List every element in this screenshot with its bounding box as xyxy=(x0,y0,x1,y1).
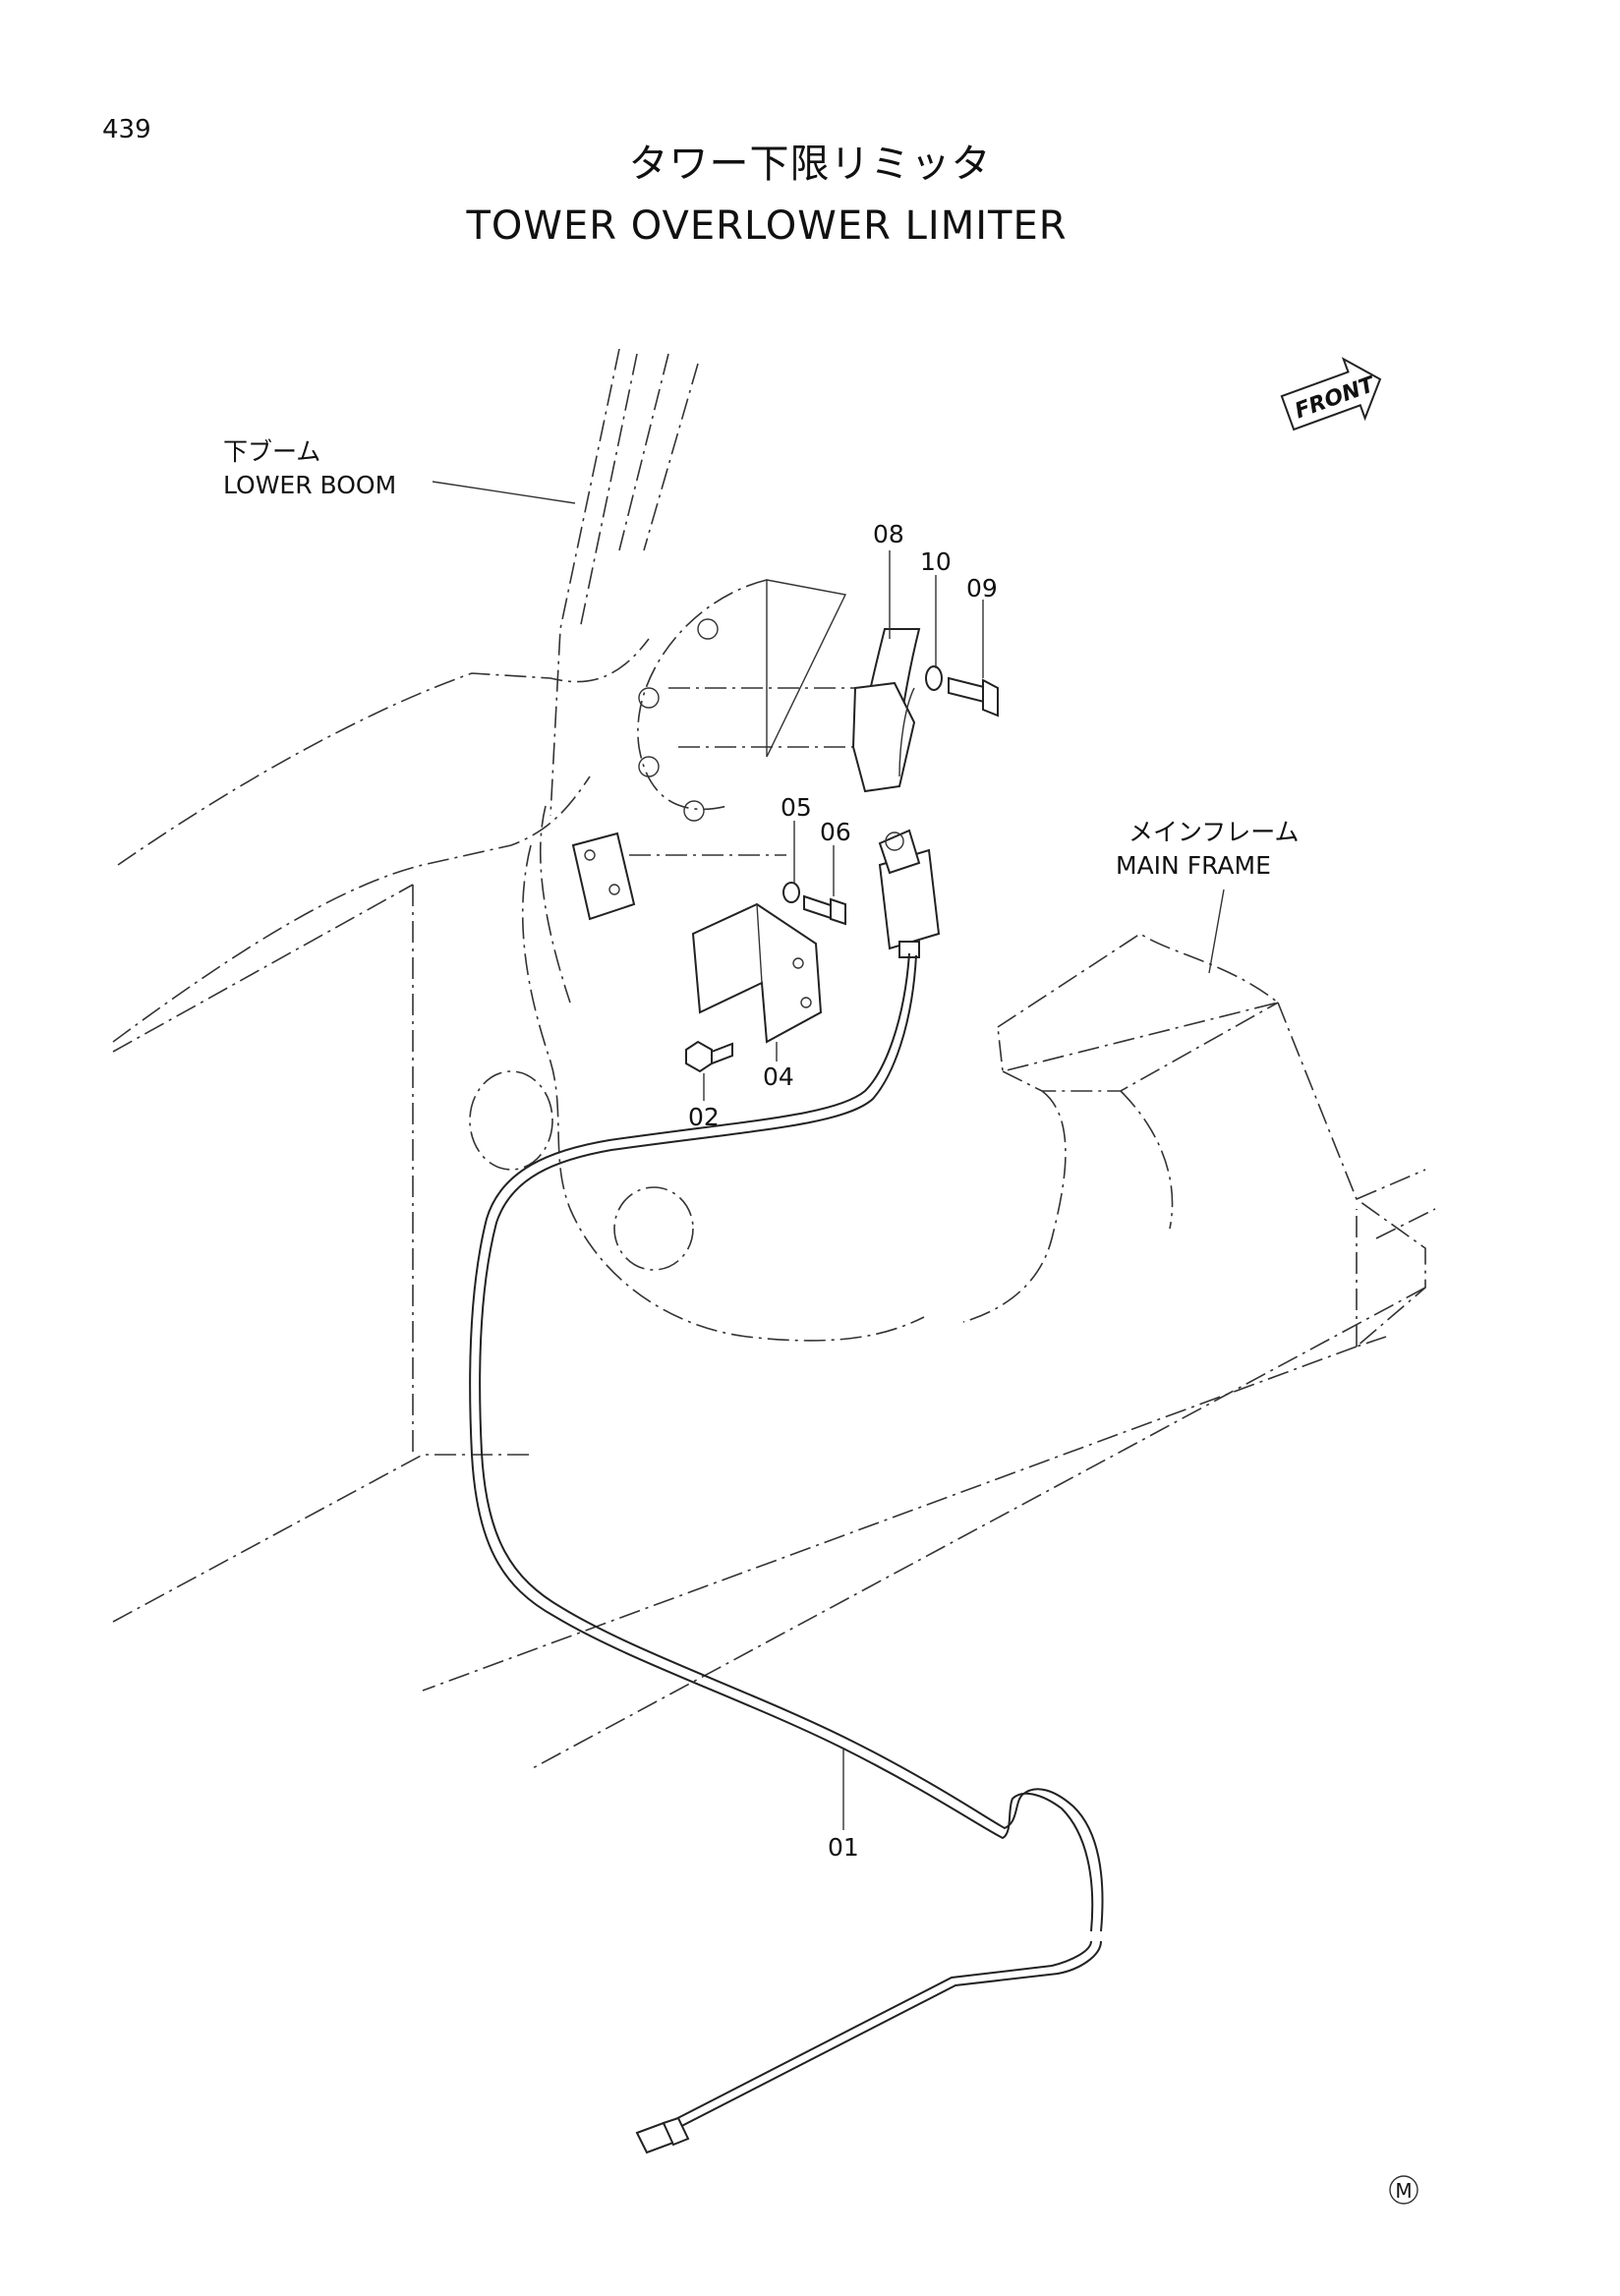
part-number-01: 01 xyxy=(828,1833,859,1862)
boom-foot-flange xyxy=(637,579,885,822)
limit-switch xyxy=(878,829,941,958)
washer-10 xyxy=(925,665,943,691)
bracket-pad xyxy=(571,832,636,921)
part-number-10: 10 xyxy=(920,547,952,576)
part-number-02: 02 xyxy=(688,1103,720,1131)
main-frame-label: MAIN FRAME xyxy=(1116,851,1271,880)
bolt-06 xyxy=(803,894,846,926)
corner-mark-label: M xyxy=(1395,2179,1412,2203)
washer-05 xyxy=(782,882,800,903)
bolt-02 xyxy=(685,1040,733,1073)
bracket-04 xyxy=(691,902,823,1044)
part-number-09: 09 xyxy=(966,574,998,603)
part-number-04: 04 xyxy=(763,1062,794,1091)
title-japanese: タワー下限リミッタ xyxy=(629,142,992,187)
leader-lines xyxy=(432,481,1225,1830)
main-frame-label-jp: メインフレーム xyxy=(1128,818,1300,846)
lower-boom-label-jp: 下ブーム xyxy=(223,437,320,466)
bolt-09 xyxy=(948,676,999,718)
harness-cable-01 xyxy=(469,952,1104,2154)
boom-bosses xyxy=(469,1070,694,1271)
main-frame-outline xyxy=(422,933,1436,1770)
page-number: 439 xyxy=(102,115,151,144)
cam-plate-08 xyxy=(851,628,921,793)
corner-mark-icon: M xyxy=(1389,2175,1418,2205)
part-number-08: 08 xyxy=(873,520,904,548)
title-english: TOWER OVERLOWER LIMITER xyxy=(465,203,1067,249)
lower-boom-label: LOWER BOOM xyxy=(223,471,396,499)
lower-boom-outline xyxy=(112,348,925,1623)
part-number-05: 05 xyxy=(781,793,812,822)
front-arrow-icon: FRONT xyxy=(1280,357,1382,431)
part-number-06: 06 xyxy=(820,818,851,846)
